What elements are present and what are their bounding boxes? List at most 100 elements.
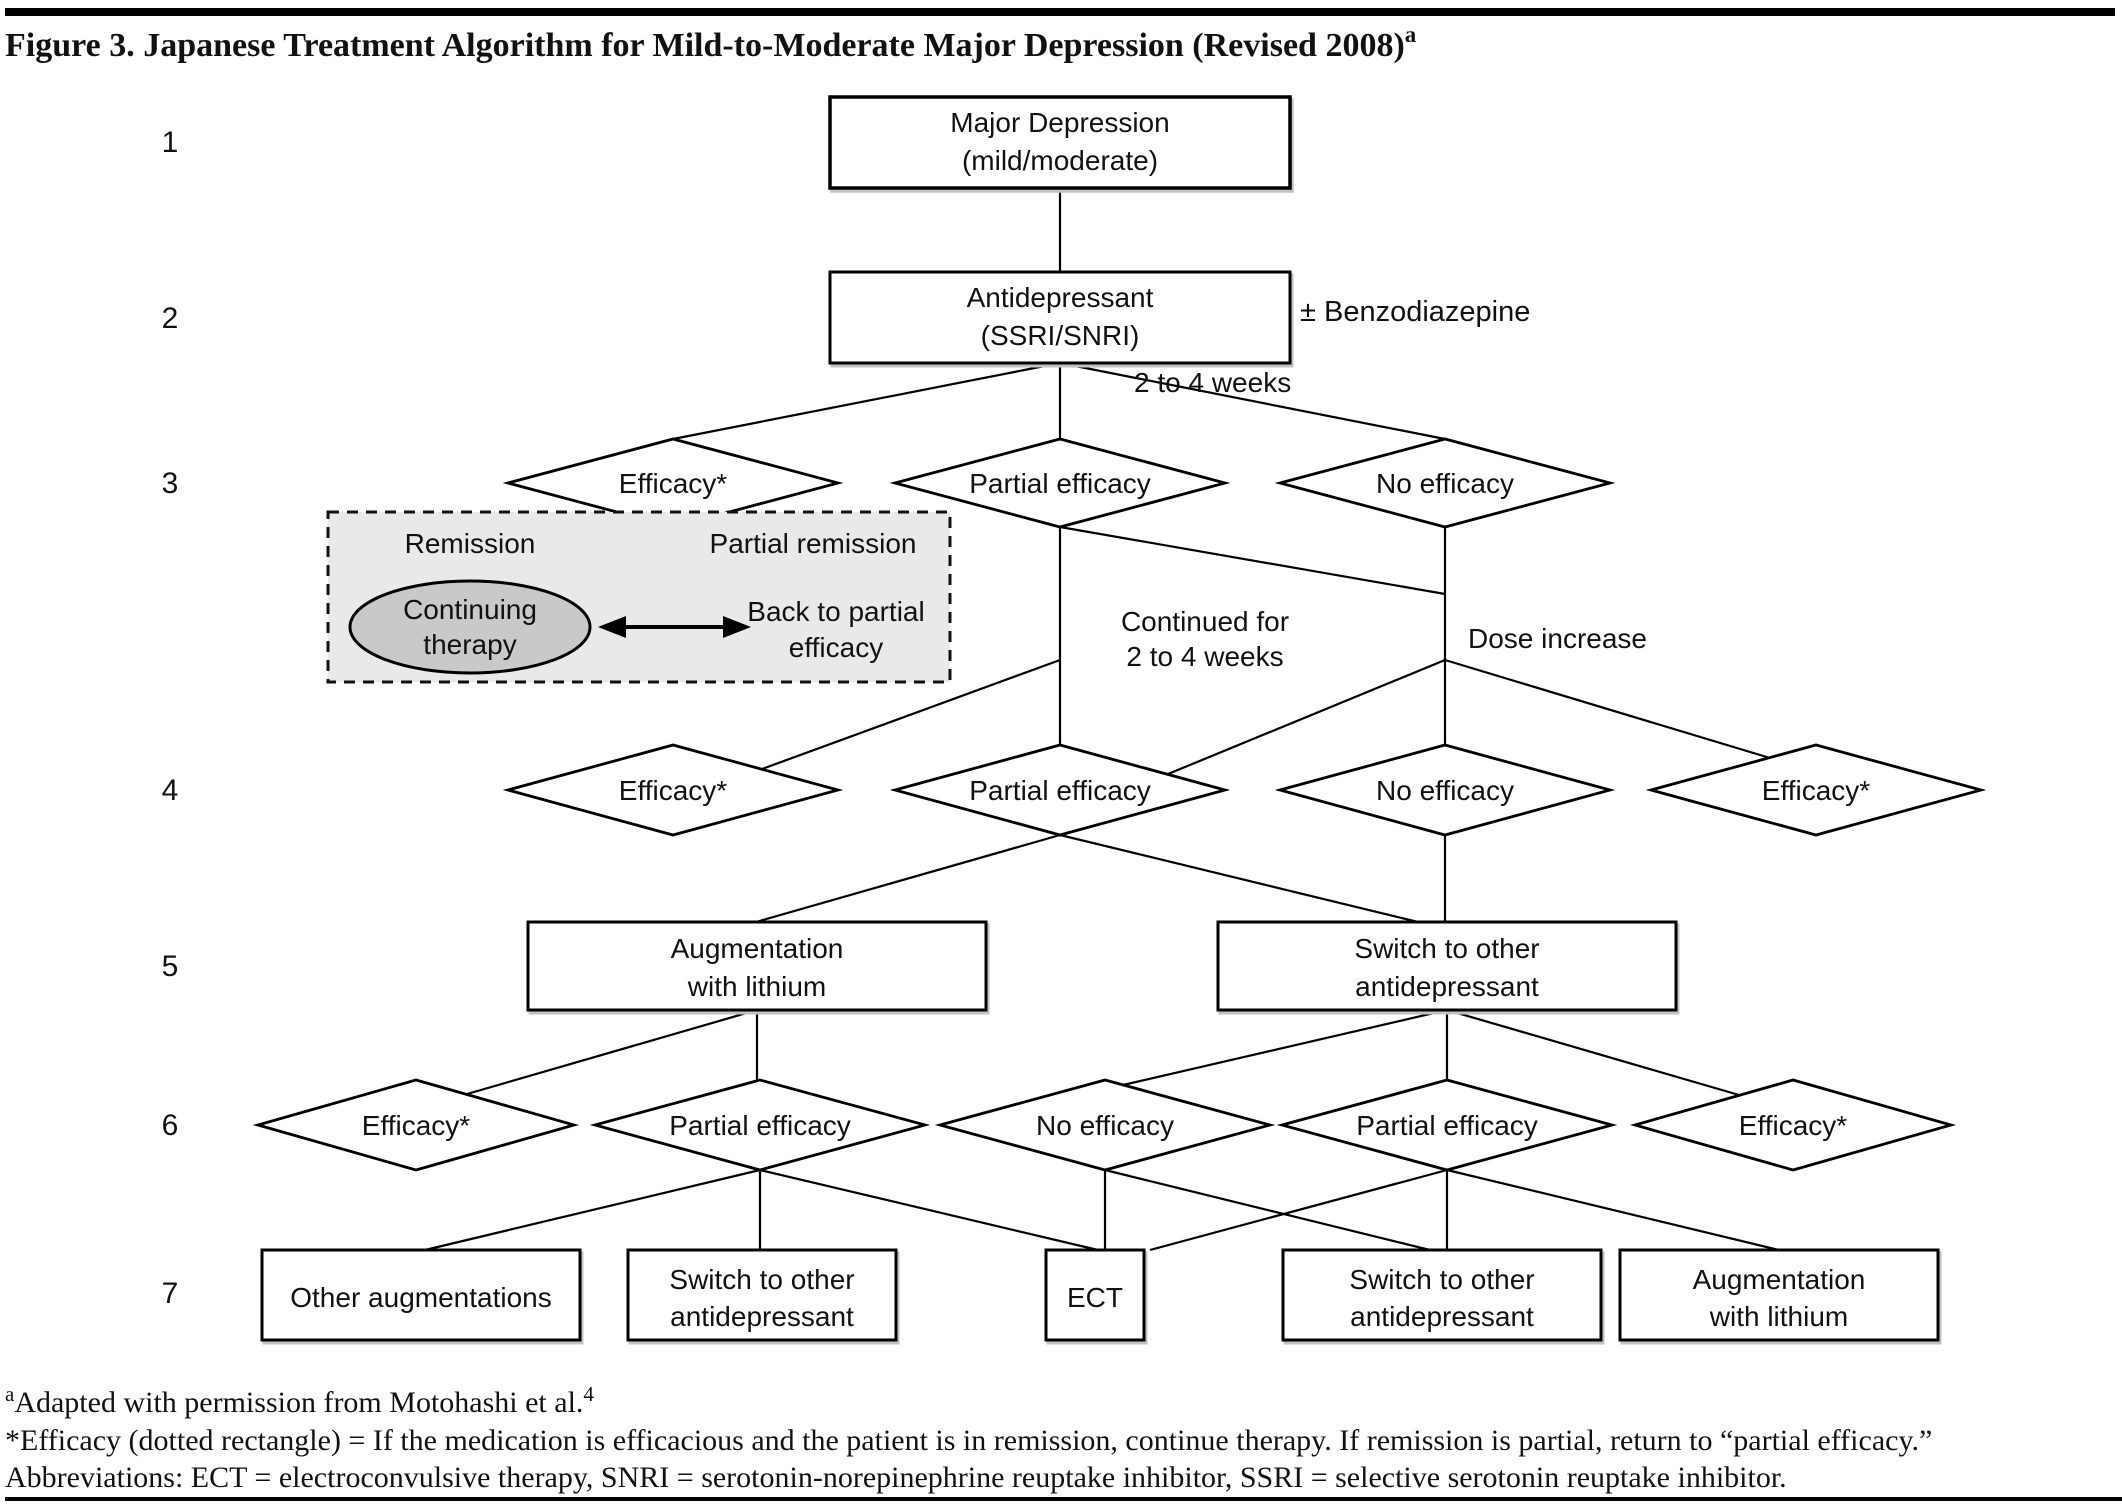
back-to-partial-label-2: efficacy bbox=[789, 632, 883, 663]
partial-efficacy2-r6-label: Partial efficacy bbox=[1356, 1110, 1538, 1141]
edge-augmentation-to-efficacy-r6 bbox=[466, 1008, 758, 1096]
efficacy-r4-diamond bbox=[502, 743, 844, 837]
footnote-efficacy: *Efficacy (dotted rectangle) = If the me… bbox=[5, 1424, 1932, 1457]
switch-antidepressant-2-label-1: Switch to other bbox=[669, 1264, 854, 1295]
efficacy2-r4-diamond bbox=[1645, 743, 1987, 837]
node-major-depression: Major Depression (mild/moderate) bbox=[828, 95, 1292, 190]
edge-partial-r4-to-augmentation bbox=[755, 833, 1061, 924]
decision-partial-efficacy-r3: Partial efficacy bbox=[889, 437, 1231, 529]
decision-efficacy-r4: Efficacy* bbox=[502, 743, 844, 837]
switch-antidepressant-box bbox=[1216, 920, 1678, 1012]
partial-efficacy-r3-label: Partial efficacy bbox=[969, 468, 1151, 499]
step-number-7: 7 bbox=[162, 1277, 179, 1310]
switch-antidepressant-2-box bbox=[626, 1248, 898, 1342]
switch-antidepressant-3-label-1: Switch to other bbox=[1349, 1264, 1534, 1295]
node-antidepressant: Antidepressant (SSRI/SNRI) bbox=[828, 270, 1292, 365]
back-to-partial-label-1: Back to partial bbox=[747, 596, 924, 627]
edge-dose-to-efficacy2-r4 bbox=[1444, 658, 1771, 760]
continuing-therapy-label-2: therapy bbox=[423, 629, 516, 660]
other-augmentations-label: Other augmentations bbox=[290, 1282, 552, 1313]
node-ect: ECT bbox=[1044, 1248, 1146, 1342]
figure-title: Figure 3. Japanese Treatment Algorithm f… bbox=[5, 22, 1417, 64]
edge-antidepressant-to-noefficacy-r3 bbox=[1059, 361, 1446, 441]
augmentation-lithium-2-box bbox=[1618, 1248, 1940, 1342]
partial-efficacy-r3-diamond bbox=[889, 437, 1231, 529]
no-efficacy-r6-diamond bbox=[934, 1078, 1276, 1172]
augmentation-lithium-box bbox=[526, 920, 988, 1012]
major-depression-label-2: (mild/moderate) bbox=[962, 145, 1158, 176]
efficacy-r4-label: Efficacy* bbox=[619, 775, 728, 806]
step-number-5: 5 bbox=[162, 950, 179, 983]
augmentation-lithium-label-2: with lithium bbox=[687, 971, 826, 1002]
partial-efficacy-r6-label: Partial efficacy bbox=[669, 1110, 851, 1141]
edge-dose-to-partial-r4 bbox=[1167, 658, 1446, 776]
edge-partial-r6-to-other-augmentations bbox=[424, 1168, 761, 1252]
node-other-augmentations: Other augmentations bbox=[260, 1248, 582, 1342]
switch-antidepressant-3-box bbox=[1281, 1248, 1603, 1342]
double-arrow-left-head bbox=[598, 616, 626, 638]
decision-row-3: Efficacy* Partial efficacy No efficacy bbox=[502, 437, 1616, 529]
no-efficacy-r3-diamond bbox=[1274, 437, 1616, 529]
partial-efficacy-r4-label: Partial efficacy bbox=[969, 775, 1151, 806]
no-efficacy-r4-label: No efficacy bbox=[1376, 775, 1514, 806]
edge-partial-r6-to-ect bbox=[759, 1168, 1099, 1252]
efficacy2-r4-label: Efficacy* bbox=[1762, 775, 1871, 806]
step-number-1: 1 bbox=[162, 126, 179, 159]
efficacy2-r6-label: Efficacy* bbox=[1739, 1110, 1848, 1141]
major-depression-label-1: Major Depression bbox=[950, 107, 1169, 138]
edge-switch-to-efficacy2-r6 bbox=[1446, 1008, 1740, 1097]
antidepressant-label-2: (SSRI/SNRI) bbox=[981, 320, 1140, 351]
node-switch-antidepressant-2: Switch to other antidepressant bbox=[626, 1248, 898, 1342]
decision-no-efficacy-r4: No efficacy bbox=[1274, 743, 1616, 837]
bottom-rule bbox=[5, 1497, 2122, 1501]
switch-antidepressant-label-2: antidepressant bbox=[1355, 971, 1539, 1002]
top-rule bbox=[5, 8, 2115, 16]
antidepressant-label-1: Antidepressant bbox=[967, 282, 1154, 313]
switch-antidepressant-3-label-2: antidepressant bbox=[1350, 1301, 1534, 1332]
step-number-3: 3 bbox=[162, 467, 179, 500]
double-arrow bbox=[598, 616, 751, 638]
partial-efficacy2-r6-diamond bbox=[1276, 1078, 1618, 1172]
connector-lines bbox=[424, 188, 1780, 1252]
continuing-therapy-ellipse bbox=[348, 579, 592, 675]
decision-no-efficacy-r3: No efficacy bbox=[1274, 437, 1616, 529]
no-efficacy-r6-label: No efficacy bbox=[1036, 1110, 1174, 1141]
decision-row-4: Efficacy* Partial efficacy No efficacy E… bbox=[502, 743, 1987, 837]
node-augmentation-lithium: Augmentation with lithium bbox=[526, 920, 988, 1012]
efficacy2-r6-diamond bbox=[1629, 1078, 1957, 1172]
footnote-adapted-sup-4: 4 bbox=[583, 1382, 594, 1406]
double-arrow-right-head bbox=[723, 616, 751, 638]
decision-efficacy-r3: Efficacy* bbox=[502, 437, 844, 529]
efficacy-r6-label: Efficacy* bbox=[362, 1110, 471, 1141]
step-number-6: 6 bbox=[162, 1109, 179, 1142]
no-efficacy-r4-diamond bbox=[1274, 743, 1616, 837]
augmentation-lithium-2-label-1: Augmentation bbox=[1693, 1264, 1866, 1295]
edge-partial2-r6-to-ect bbox=[1149, 1168, 1448, 1252]
ect-box bbox=[1044, 1248, 1146, 1342]
decision-efficacy2-r4: Efficacy* bbox=[1645, 743, 1987, 837]
footnote-adapted-sup-a: a bbox=[5, 1382, 15, 1406]
decision-partial-efficacy-r6: Partial efficacy bbox=[589, 1078, 931, 1172]
edge-continued-to-efficacy-r4 bbox=[761, 658, 1061, 771]
continuing-therapy-label-1: Continuing bbox=[403, 594, 537, 625]
ect-label: ECT bbox=[1067, 1282, 1123, 1313]
partial-efficacy-r4-diamond bbox=[889, 743, 1231, 837]
node-switch-antidepressant: Switch to other antidepressant bbox=[1216, 920, 1678, 1012]
edge-switch-to-noefficacy-r6 bbox=[1122, 1008, 1448, 1087]
continued-annotation-2: 2 to 4 weeks bbox=[1126, 641, 1283, 672]
antidepressant-box bbox=[828, 270, 1292, 365]
footnotes: aAdapted with permission from Motohashi … bbox=[5, 1382, 1932, 1494]
partial-efficacy-r6-diamond bbox=[589, 1078, 931, 1172]
decision-partial-efficacy2-r6: Partial efficacy bbox=[1276, 1078, 1618, 1172]
step-number-4: 4 bbox=[162, 774, 179, 807]
no-efficacy-r3-label: No efficacy bbox=[1376, 468, 1514, 499]
node-augmentation-lithium-2: Augmentation with lithium bbox=[1618, 1248, 1940, 1342]
major-depression-box bbox=[828, 95, 1292, 190]
augmentation-lithium-label-1: Augmentation bbox=[671, 933, 844, 964]
remission-header: Remission bbox=[405, 528, 536, 559]
remission-panel: Remission Partial remission Continuing t… bbox=[326, 510, 952, 684]
decision-efficacy-r6: Efficacy* bbox=[252, 1078, 580, 1172]
efficacy-r3-label: Efficacy* bbox=[619, 468, 728, 499]
edge-partial-r3-to-dose-line bbox=[1059, 525, 1446, 596]
